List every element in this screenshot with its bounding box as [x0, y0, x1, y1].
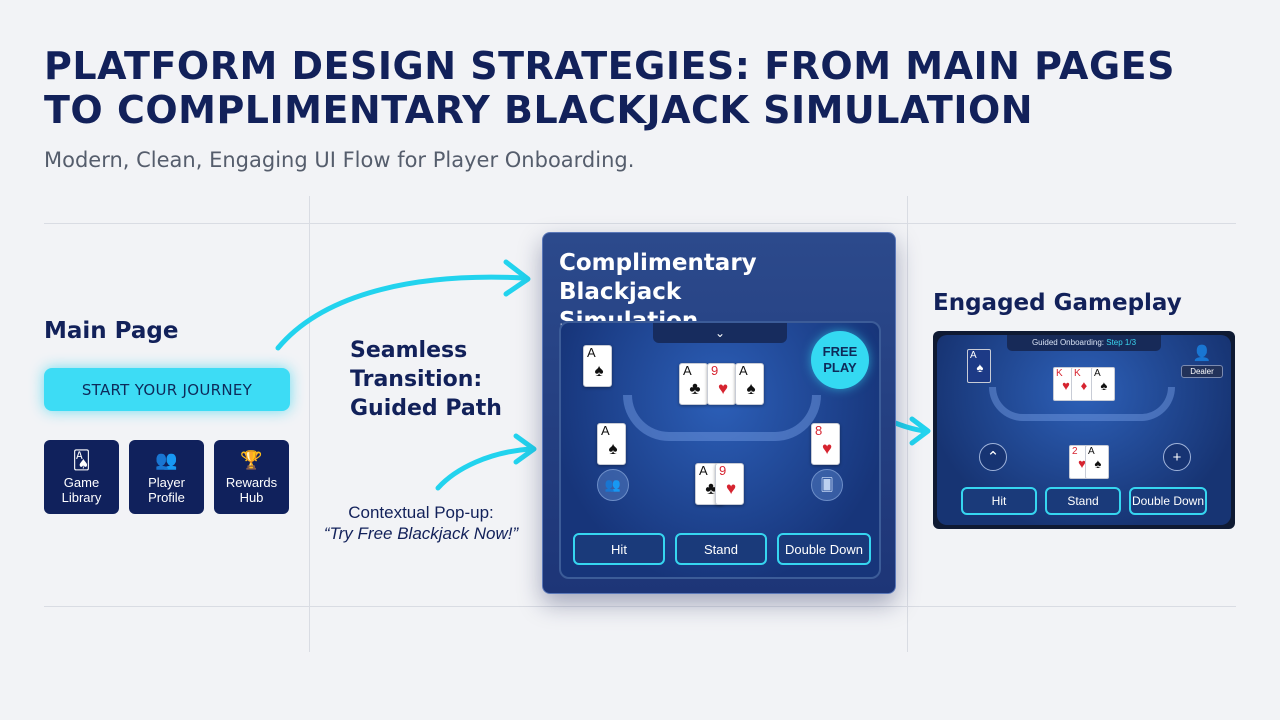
users-icon: 👥: [155, 450, 178, 470]
cards-icon: 🂡: [72, 450, 91, 470]
stand-button[interactable]: Stand: [675, 533, 767, 565]
arrow-main-to-sim: [275, 274, 527, 351]
dealer-badge: 👤 Dealer: [1181, 345, 1223, 383]
divider-top: [44, 223, 1236, 224]
arrow-sim-to-game-head: [909, 416, 931, 446]
free-play-badge[interactable]: FREE PLAY: [811, 331, 869, 389]
guided-onboarding-bar: Guided Onboarding: Step 1/3: [1007, 335, 1161, 351]
playing-card: 9♥: [715, 463, 744, 505]
page-subtitle: Modern, Clean, Engaging UI Flow for Play…: [44, 148, 635, 172]
playing-card: 8♥: [811, 423, 840, 465]
playing-card: A♠: [597, 423, 626, 465]
playing-card: A♠: [735, 363, 764, 405]
dealer-icon: 👤: [1192, 345, 1212, 362]
playing-card: A♠: [1091, 367, 1115, 401]
game-library-label: Game Library: [61, 475, 102, 505]
hit-button[interactable]: Hit: [573, 533, 665, 565]
double-down-button[interactable]: Double Down: [1129, 487, 1207, 515]
gameplay-table: Guided Onboarding: Step 1/3 👤 Dealer A♠ …: [937, 335, 1231, 525]
page-title: PLATFORM DESIGN STRATEGIES: FROM MAIN PA…: [44, 44, 1175, 132]
arrow-main-to-sim-head: [503, 259, 531, 297]
popup-label: Contextual Pop-up:: [348, 503, 494, 522]
playing-card: A♠: [967, 349, 991, 383]
arrow-popup-to-sim: [435, 446, 533, 491]
rewards-hub-tile[interactable]: 🏆 Rewards Hub: [214, 440, 289, 514]
player-profile-tile[interactable]: 👥 Player Profile: [129, 440, 204, 514]
seat-icon[interactable]: 🂠: [811, 469, 843, 501]
guided-prefix: Guided Onboarding:: [1031, 338, 1104, 347]
hit-button[interactable]: Hit: [961, 487, 1037, 515]
playing-card: 9♥: [707, 363, 736, 405]
trophy-icon: 🏆: [240, 450, 263, 470]
seat-icon[interactable]: 👥: [597, 469, 629, 501]
main-page-label: Main Page: [44, 318, 179, 344]
transition-label: Seamless Transition: Guided Path: [350, 338, 502, 421]
game-library-tile[interactable]: 🂡 Game Library: [44, 440, 119, 514]
guided-step: Step 1/3: [1106, 338, 1137, 347]
playing-card: A♠: [1085, 445, 1109, 479]
start-journey-button[interactable]: START YOUR JOURNEY: [44, 368, 290, 411]
chevron-down-icon: ⌄: [714, 326, 726, 340]
divider-bottom: [44, 606, 1236, 607]
collapse-tab[interactable]: ⌄: [653, 323, 787, 343]
engaged-gameplay-label: Engaged Gameplay: [933, 290, 1182, 316]
rewards-hub-label: Rewards Hub: [225, 475, 278, 505]
arrow-popup-to-sim-head: [513, 433, 537, 465]
playing-card: A♣: [679, 363, 708, 405]
playing-card: A♠: [583, 345, 612, 387]
double-down-button[interactable]: Double Down: [777, 533, 871, 565]
popup-quote: “Try Free Blackjack Now!”: [323, 524, 519, 543]
dealer-tag: Dealer: [1181, 365, 1223, 378]
stand-button[interactable]: Stand: [1045, 487, 1121, 515]
divider-right: [907, 196, 908, 652]
divider-left: [309, 196, 310, 652]
simulation-panel: Complimentary Blackjack Simulation ⌄ FRE…: [542, 232, 896, 594]
chevron-up-icon[interactable]: ⌃: [979, 443, 1007, 471]
player-profile-label: Player Profile: [148, 475, 185, 505]
plus-icon[interactable]: +: [1163, 443, 1191, 471]
gameplay-screen: Guided Onboarding: Step 1/3 👤 Dealer A♠ …: [933, 331, 1235, 529]
blackjack-table: ⌄ FREE PLAY A♠ A♣ 9♥ A♠ A♠ 8♥ A♣ 9♥ 👥 🂠 …: [559, 321, 881, 579]
